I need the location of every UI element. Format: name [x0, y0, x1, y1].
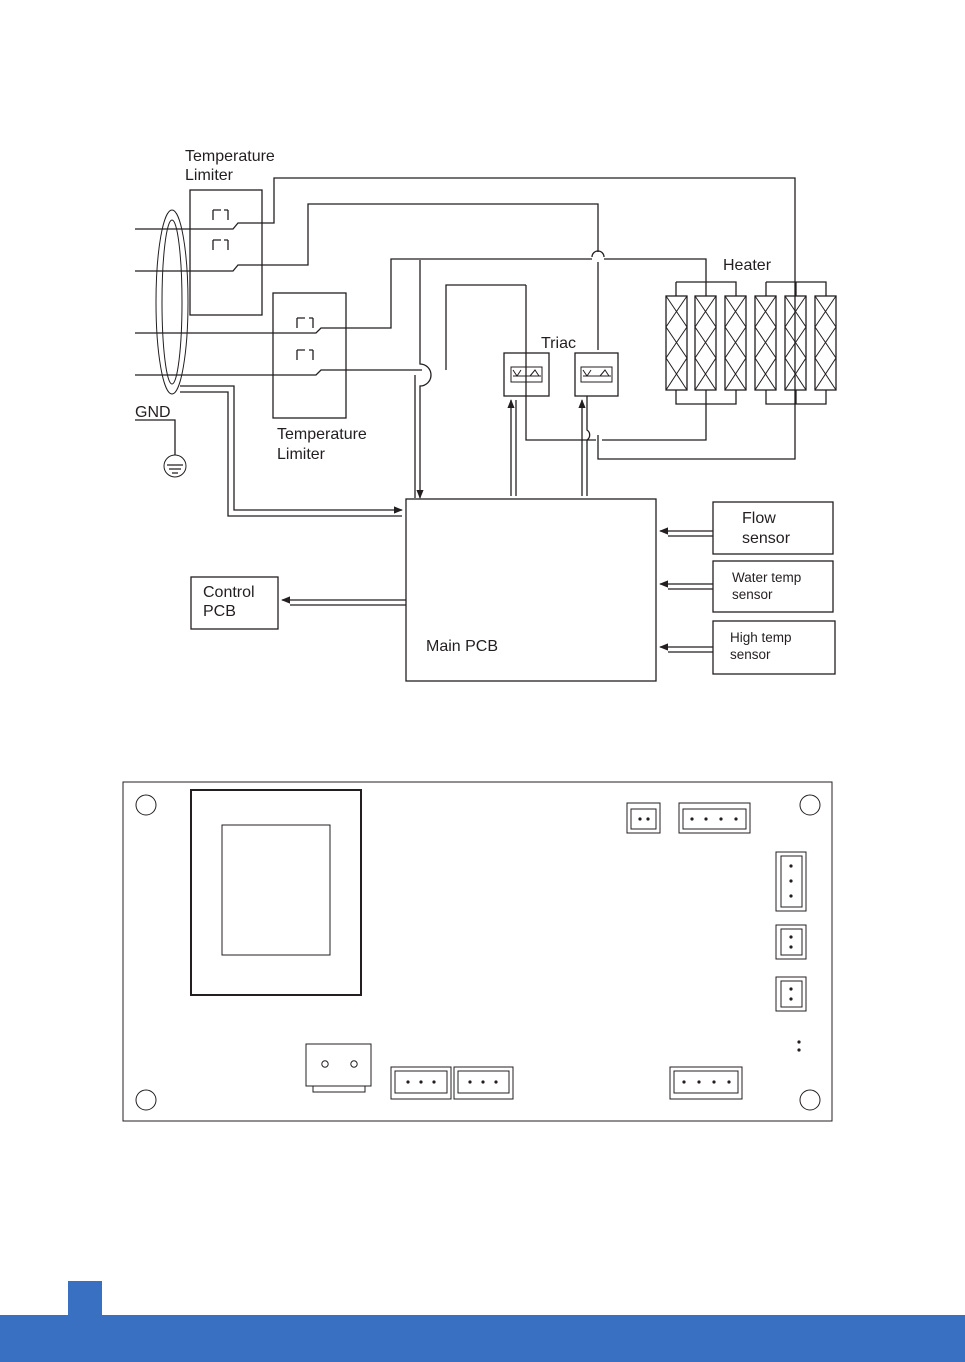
- mount-hole-top-left: [136, 795, 156, 815]
- water-temp-sensor-box: [713, 561, 833, 612]
- temp-limiter-top-label-1: Temperature: [185, 148, 275, 165]
- triac-left: [446, 285, 596, 496]
- water-temp-sensor-label-1: Water temp: [732, 570, 801, 585]
- control-pcb-label-1: Control: [203, 584, 255, 601]
- control-pcb-label-2: PCB: [203, 603, 236, 620]
- connector-top-4pin: [679, 803, 750, 833]
- connector-right-2pin-b: [776, 977, 806, 1011]
- main-pcb-label: Main PCB: [426, 638, 498, 655]
- connector-bottom-4pin: [670, 1067, 742, 1099]
- high-temp-sensor-label-2: sensor: [730, 647, 771, 662]
- triac-label: Triac: [541, 335, 576, 352]
- cable-bundle: [156, 210, 188, 394]
- page-number-tab: [68, 1281, 102, 1315]
- input-wires: [135, 178, 795, 516]
- connector-bottom-3pin-b: [454, 1067, 513, 1099]
- temperature-limiter-top: [190, 190, 262, 315]
- test-point-pins: [797, 1040, 800, 1051]
- flow-sensor-label-2: sensor: [742, 530, 791, 547]
- connector-top-2pin: [627, 803, 660, 833]
- gnd-label: GND: [135, 404, 171, 421]
- mount-hole-bottom-left: [136, 1090, 156, 1110]
- temp-limiter-bottom-label-2: Limiter: [277, 446, 326, 463]
- terminal-block: [306, 1044, 371, 1092]
- heater-elements: [666, 282, 836, 404]
- temp-limiter-bottom-label-1: Temperature: [277, 426, 367, 443]
- connector-bottom-3pin-a: [391, 1067, 451, 1099]
- mount-hole-bottom-right: [800, 1090, 820, 1110]
- water-temp-sensor-label-2: sensor: [732, 587, 773, 602]
- transformer: [191, 790, 361, 995]
- mount-hole-top-right: [800, 795, 820, 815]
- connector-right-3pin: [776, 852, 806, 911]
- temperature-limiter-bottom: [273, 293, 346, 418]
- temp-limiter-top-label-2: Limiter: [185, 167, 234, 184]
- footer-bar: [0, 1315, 965, 1362]
- wiring-diagram: Temperature Limiter Temperature Limiter: [135, 148, 836, 681]
- high-temp-sensor-label-1: High temp: [730, 630, 792, 645]
- connector-right-2pin-a: [776, 925, 806, 959]
- pcb-layout: [123, 782, 832, 1121]
- heater-label: Heater: [723, 257, 772, 274]
- flow-sensor-label-1: Flow: [742, 510, 776, 527]
- gnd-symbol: [135, 420, 186, 477]
- triac-right: [575, 353, 706, 496]
